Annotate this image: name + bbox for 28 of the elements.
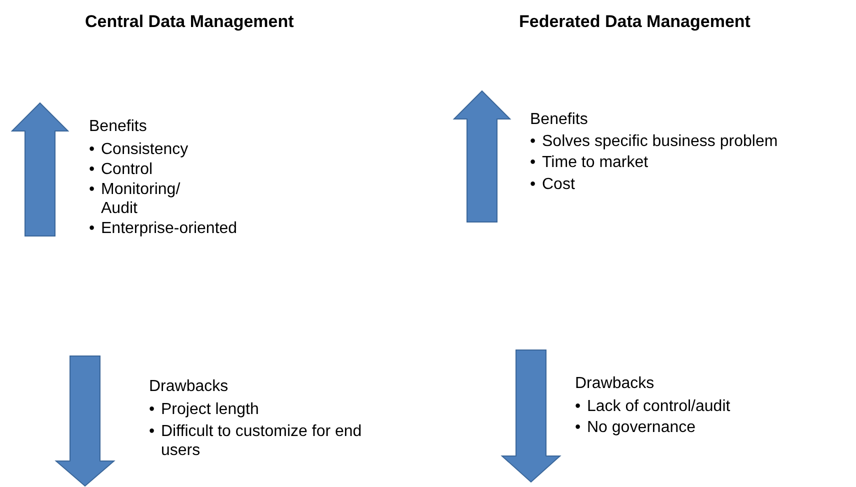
bullet: • bbox=[89, 160, 95, 179]
list-item: Project length bbox=[161, 400, 259, 419]
list-item: No governance bbox=[587, 418, 696, 437]
list-item: Difficult to customize for end users bbox=[161, 422, 363, 460]
list-item: Solves specific business problem bbox=[542, 132, 778, 151]
list-item: Cost bbox=[542, 175, 575, 194]
bullet: • bbox=[149, 400, 155, 419]
list-item: Time to market bbox=[542, 153, 648, 172]
bullet: • bbox=[530, 132, 536, 151]
heading: Central Data Management bbox=[85, 12, 294, 31]
bullet: • bbox=[89, 180, 95, 199]
bullet: • bbox=[575, 397, 581, 416]
bullet: • bbox=[89, 219, 95, 238]
section-heading: Drawbacks bbox=[575, 374, 654, 393]
section-heading: Drawbacks bbox=[149, 377, 228, 396]
list-item: Control bbox=[101, 160, 153, 179]
bullet: • bbox=[149, 422, 155, 441]
list-item: Lack of control/audit bbox=[587, 397, 730, 416]
bullet: • bbox=[530, 153, 536, 172]
bullet: • bbox=[89, 140, 95, 159]
heading: Federated Data Management bbox=[519, 12, 750, 31]
list-item: Consistency bbox=[101, 140, 188, 159]
list-item: Enterprise-oriented bbox=[101, 219, 238, 238]
section-heading: Benefits bbox=[89, 117, 147, 136]
bullet: • bbox=[530, 175, 536, 194]
list-item: Monitoring/ Audit bbox=[101, 180, 182, 218]
bullet: • bbox=[575, 418, 581, 437]
section-heading: Benefits bbox=[530, 110, 588, 129]
